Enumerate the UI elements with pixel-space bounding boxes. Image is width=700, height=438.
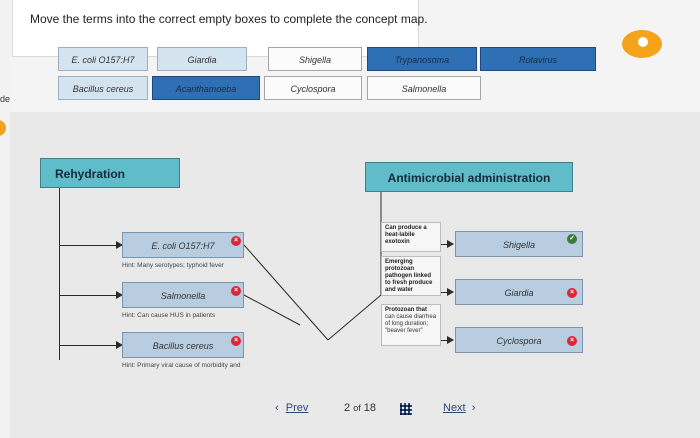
arrow-icon [447,288,454,296]
description-text: Can produce a heat-labile exotoxin [385,225,427,245]
term-rotavirus[interactable]: Rotavirus [480,47,596,71]
description-text: Protozoan that [385,307,427,313]
term-acanthamoeba[interactable]: Acanthamoeba [152,76,260,100]
slot-value: Cyclospora [496,336,542,346]
hint-text: Hint: Primary viral cause of morbidity a… [122,362,241,369]
drop-slot-left-1[interactable]: E. coli O157:H7 [122,232,244,258]
toggle-indicator-icon[interactable] [622,30,662,58]
description-box: Emerging protozoan pathogen linked to fr… [381,256,441,296]
hint-text: Hint: Can cause HUS in patients [122,312,216,319]
term-bacillus-cereus[interactable]: Bacillus cereus [58,76,148,100]
description-box: Protozoan that can cause diarrhea of lon… [381,304,441,346]
wrong-mark-icon: × [567,288,577,298]
grid-icon[interactable] [400,403,412,415]
check-mark-icon: ✓ [567,234,577,244]
arrow-icon [116,291,123,299]
term-trypanosoma[interactable]: Trypanosoma [367,47,477,71]
drop-slot-left-2[interactable]: Salmonella [122,282,244,308]
hint-text: Hint: Many serotypes; typhoid fever [122,262,224,269]
arrow-icon [116,341,123,349]
slot-value: Shigella [502,240,536,250]
heading-rehydration: Rehydration [40,158,180,188]
term-e-coli[interactable]: E. coli O157:H7 [58,47,148,71]
arrow-icon [116,241,123,249]
slot-value: Bacillus cereus [152,341,214,351]
slot-value: E. coli O157:H7 [151,241,215,251]
page-indicator: 2 of 18 [344,402,376,414]
description-text: Emerging protozoan pathogen linked to fr… [385,259,433,293]
heading-antimicrobial: Antimicrobial administration [365,162,573,192]
drop-slot-left-3[interactable]: Bacillus cereus [122,332,244,358]
slot-value: Giardia [504,288,534,298]
drop-slot-right-2[interactable]: Giardia [455,279,583,305]
connector-line [59,345,118,346]
connector-line [59,188,60,360]
wrong-mark-icon: × [231,336,241,346]
prev-label: Prev [285,402,309,414]
term-salmonella[interactable]: Salmonella [367,76,481,100]
wrong-mark-icon: × [567,336,577,346]
next-button[interactable]: Next › [443,402,475,414]
prev-button[interactable]: ‹ Prev [275,402,308,414]
connector-line [59,245,118,246]
connector-line [441,244,449,245]
page-total: 18 [363,402,377,414]
wrong-mark-icon: × [231,236,241,246]
connector-line [59,295,118,296]
page-number: 2 [344,402,351,414]
arrow-icon [447,336,454,344]
drop-slot-right-1[interactable]: Shigella [455,231,583,257]
description-box: Can produce a heat-labile exotoxin [381,222,441,252]
term-shigella[interactable]: Shigella [268,47,362,71]
side-label: ded [0,94,16,104]
slot-value: Salmonella [160,291,206,301]
term-giardia[interactable]: Giardia [157,47,247,71]
connector-line [441,340,449,341]
page-of-label: of [353,403,361,413]
progress-dot [0,120,6,136]
wrong-mark-icon: × [231,286,241,296]
chevron-left-icon: ‹ [275,402,279,414]
arrow-icon [447,240,454,248]
drop-slot-right-3[interactable]: Cyclospora [455,327,583,353]
chevron-right-icon: › [471,402,476,414]
connector-line [441,292,449,293]
next-label: Next [443,402,466,414]
instruction-text: Move the terms into the correct empty bo… [30,12,428,26]
description-text: can cause diarrhea of long duration; "be… [385,314,437,334]
term-cyclospora[interactable]: Cyclospora [264,76,362,100]
